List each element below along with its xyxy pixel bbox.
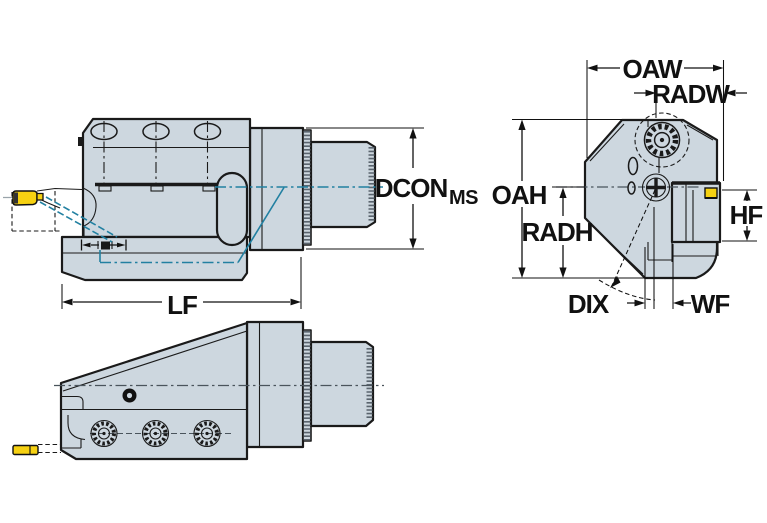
dimension-radh: RADH (521, 186, 594, 278)
end-view-details (556, 112, 720, 275)
label-oaw: OAW (622, 54, 683, 84)
dimension-radw: RADW (634, 79, 747, 118)
cutting-insert (12, 190, 44, 206)
side-view-lower-body (59, 320, 375, 461)
side-view-lower (12, 320, 384, 461)
dimension-wf: WF (627, 207, 730, 319)
label-oah: OAH (492, 180, 547, 210)
dimension-hf: HF (722, 189, 763, 242)
dimension-lf: LF (61, 257, 302, 320)
label-dcon: DCON (375, 173, 448, 203)
cutting-insert-lower (12, 444, 39, 456)
dimension-dix: DIX (568, 189, 656, 319)
end-view (556, 112, 722, 280)
side-view-lower-details (38, 322, 384, 454)
label-wf: WF (691, 289, 730, 319)
label-dcon-subscript: MS (449, 187, 478, 209)
side-view-upper (3, 117, 383, 282)
cutting-insert-end-view (704, 187, 718, 199)
dimension-oaw: OAW (586, 54, 725, 181)
dimension-dcon: DCON MS (306, 127, 479, 250)
label-dix: DIX (568, 289, 610, 319)
coolant-channels (39, 186, 383, 264)
side-view-upper-body (60, 117, 377, 282)
label-lf: LF (167, 290, 197, 320)
label-radh: RADH (521, 217, 592, 247)
label-radw: RADW (652, 79, 730, 109)
dimension-oah: OAH (492, 118, 648, 279)
label-hf: HF (730, 200, 763, 230)
clamp-screw (641, 173, 671, 202)
side-view-upper-details (3, 121, 263, 254)
